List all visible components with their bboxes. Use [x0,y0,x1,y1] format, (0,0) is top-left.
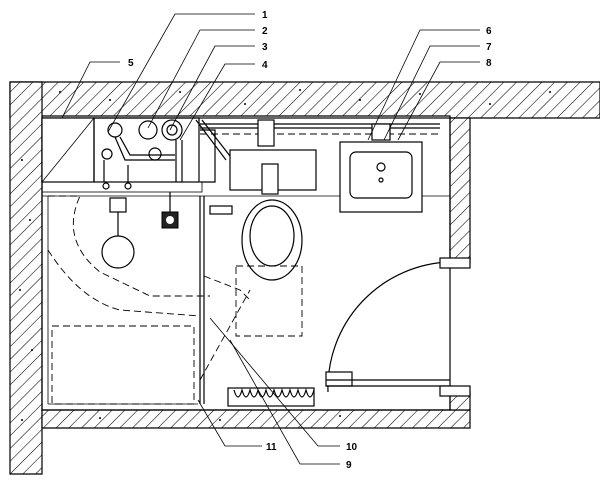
bottom-wall [41,409,471,429]
bath-area [51,325,195,405]
sink-basin [349,151,413,199]
shower [47,192,210,405]
top-wall [9,81,600,119]
right-pillar-upper [449,117,471,263]
pipe-riser-3 [161,119,183,141]
callout-10: 10 [346,442,358,453]
concrete-texture [19,89,551,421]
walls [9,81,600,475]
callout-3: 3 [262,42,268,53]
callout-8: 8 [486,58,492,69]
callout-2: 2 [262,26,268,37]
sink [339,141,423,213]
door [325,257,471,397]
leader-lines [61,13,480,465]
callout-11: 11 [266,442,277,453]
door-hinge [439,257,471,269]
tank-valve [257,119,275,147]
callout-7: 7 [486,42,492,53]
callout-5: 5 [128,58,134,69]
callout-9: 9 [346,460,352,471]
callout-1: 1 [262,10,268,21]
radiator [227,387,315,407]
pipe-riser-1 [107,122,123,138]
pipe-riser-2 [138,120,158,140]
dashed-drain-lines [199,275,251,381]
shower-head [101,235,135,269]
toilet [209,149,317,337]
callout-labels: 1 2 3 4 5 6 7 8 9 10 11 [128,10,492,471]
toilet-bowl [241,199,303,281]
pipe-duct [41,117,216,193]
callout-6: 6 [486,26,492,37]
left-wall [9,81,43,475]
callout-4: 4 [262,60,268,71]
